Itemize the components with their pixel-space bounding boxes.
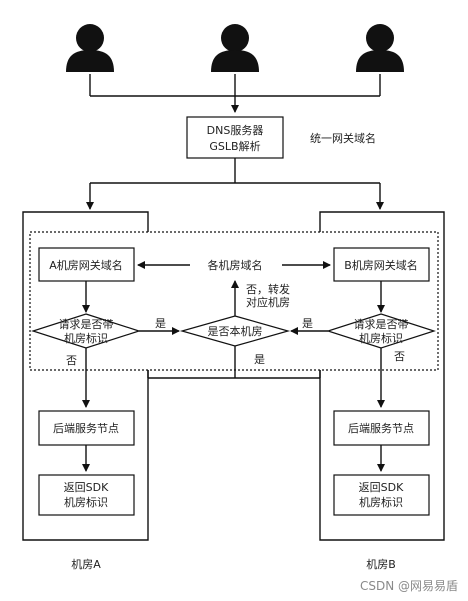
room-b-label: 机房B [366, 557, 396, 571]
forward-label-line2: 对应机房 [246, 295, 290, 309]
center-decision-diamond: 是否本机房 [179, 315, 291, 347]
left-decision-line2: 机房标识 [64, 331, 108, 345]
right-return-line2: 机房标识 [359, 495, 403, 509]
room-a-label: 机房A [71, 557, 101, 571]
unified-domain-label: 统一网关域名 [310, 131, 376, 145]
user-icon-center [211, 24, 259, 72]
a-domain-box: A机房网关域名 [38, 247, 135, 282]
right-return-line1: 返回SDK [359, 481, 404, 494]
left-backend-label: 后端服务节点 [53, 422, 119, 435]
right-no-label: 否 [394, 350, 405, 363]
room-domain-label: 各机房域名 [208, 258, 263, 272]
left-decision-line1: 请求是否带 [59, 318, 114, 331]
watermark: CSDN @网易易盾 [360, 579, 458, 593]
right-return-box: 返回SDK 机房标识 [333, 474, 430, 516]
center-decision-label: 是否本机房 [208, 324, 263, 338]
left-decision-diamond: 请求是否带 机房标识 [31, 313, 141, 349]
left-return-line2: 机房标识 [64, 495, 108, 509]
right-backend-label: 后端服务节点 [348, 422, 414, 435]
a-domain-label: A机房网关域名 [49, 258, 123, 272]
right-yes-label: 是 [302, 317, 313, 330]
b-domain-box: B机房网关域名 [333, 247, 430, 282]
b-domain-label: B机房网关域名 [344, 258, 418, 272]
dns-server-line1: DNS服务器 [207, 124, 264, 137]
right-decision-diamond: 请求是否带 机房标识 [326, 313, 436, 349]
user-icon-left [66, 24, 114, 72]
user-connectors [89, 74, 381, 113]
room-a-outline [22, 211, 149, 541]
center-yes-connector [147, 346, 321, 379]
dns-server-box: DNS服务器 GSLB解析 [186, 116, 284, 159]
right-decision-line1: 请求是否带 [354, 318, 409, 331]
forward-label-line1: 否，转发 [246, 282, 290, 296]
right-decision-line2: 机房标识 [359, 331, 403, 345]
user-icon-right [356, 24, 404, 72]
dotted-frame [29, 231, 439, 371]
left-return-line1: 返回SDK [64, 481, 109, 494]
left-no-label: 否 [66, 354, 77, 367]
dns-to-rooms-connectors [86, 158, 384, 210]
right-backend-box: 后端服务节点 [333, 410, 430, 446]
left-return-box: 返回SDK 机房标识 [38, 474, 135, 516]
center-yes-label: 是 [254, 353, 265, 366]
dns-server-line2: GSLB解析 [209, 139, 260, 153]
left-backend-box: 后端服务节点 [38, 410, 135, 446]
room-b-outline [319, 211, 445, 541]
left-yes-label: 是 [155, 317, 166, 330]
